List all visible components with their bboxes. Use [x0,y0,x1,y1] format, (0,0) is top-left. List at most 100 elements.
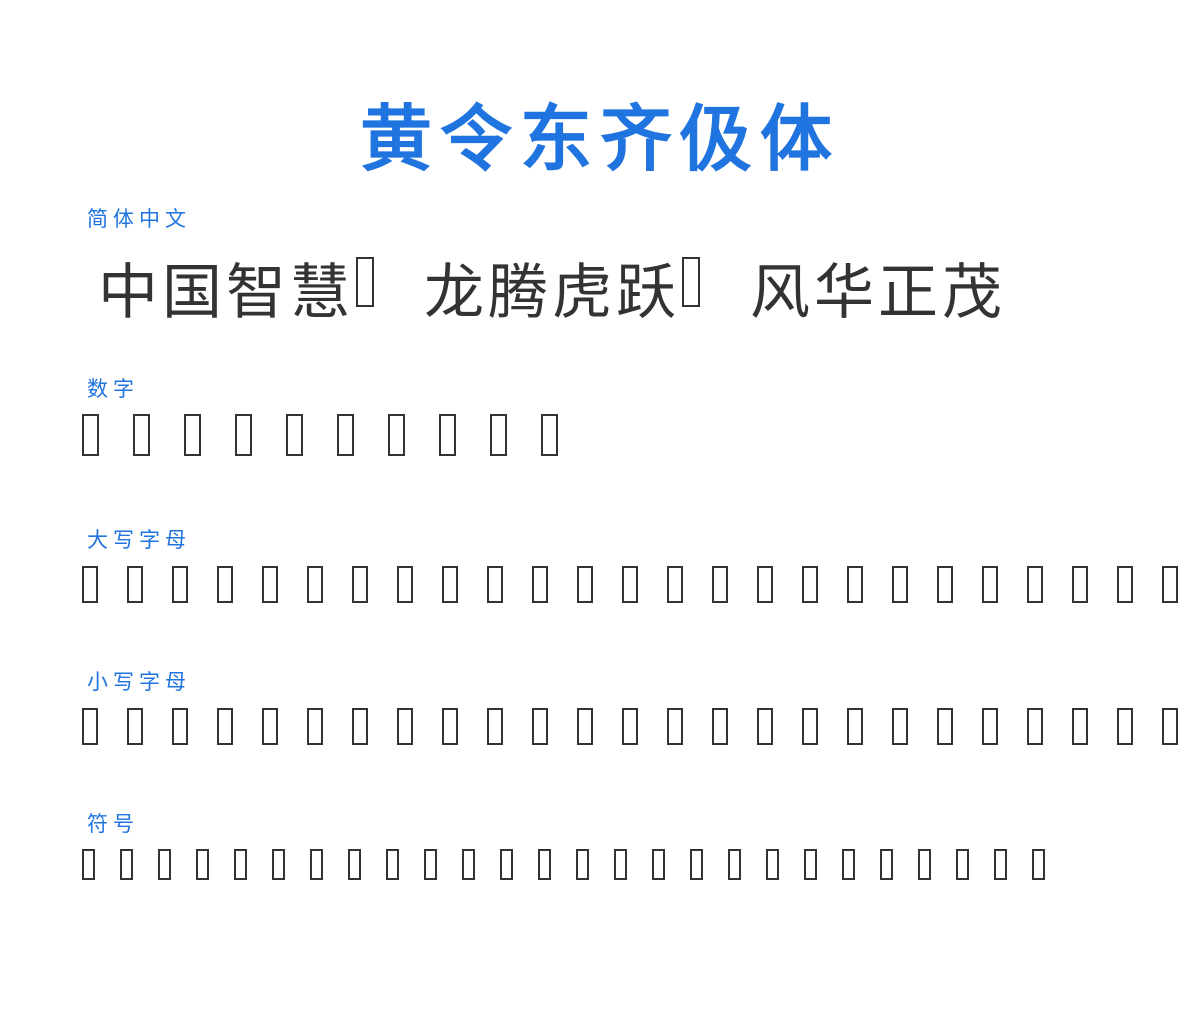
missing-glyph-box: . [956,849,969,880]
missing-glyph-box: W [1072,566,1088,603]
missing-glyph-box: Q [802,566,818,603]
missing-glyph-box: A [82,566,98,603]
missing-glyph-box: X [1117,566,1133,603]
sample-word: 中国智慧 [98,258,354,328]
missing-glyph-box: v [1027,708,1043,745]
missing-glyph-box: ， [682,257,700,307]
missing-glyph-box: 3 [235,414,252,456]
missing-glyph-box: 7 [439,414,456,456]
missing-glyph-box: 0 [82,414,99,456]
missing-glyph-box: G [352,566,368,603]
missing-glyph-box: C [172,566,188,603]
missing-glyph-box: 9 [541,414,558,456]
missing-glyph-box: ^ [272,849,285,880]
missing-glyph-box: t [937,708,953,745]
missing-glyph-box: r [847,708,863,745]
missing-glyph-box: b [127,708,143,745]
missing-glyph-box: 4 [286,414,303,456]
missing-glyph-box: 2 [184,414,201,456]
missing-glyph-box: F [307,566,323,603]
missing-glyph-box: 6 [388,414,405,456]
section-label-simplified: 简体中文 [87,207,191,231]
missing-glyph-box: L [577,566,593,603]
missing-glyph-box: + [576,849,589,880]
missing-glyph-box: % [234,849,247,880]
missing-glyph-box: $ [196,849,209,880]
missing-glyph-box: M [622,566,638,603]
section-label-symbols: 符号 [87,812,139,836]
section-label-lowercase: 小写字母 [87,670,191,694]
missing-glyph-box: f [307,708,323,745]
missing-glyph-box: g [352,708,368,745]
missing-glyph-box: < [994,849,1007,880]
section-label-numbers: 数字 [87,377,139,401]
missing-glyph-box: & [310,849,323,880]
missing-glyph-box: x [1117,708,1133,745]
missing-glyph-box: , [918,849,931,880]
missing-glyph-box: > [1032,849,1045,880]
missing-glyph-box: # [158,849,171,880]
missing-glyph-box: ， [356,257,374,307]
missing-glyph-box: s [892,708,908,745]
missing-glyph-box: U [982,566,998,603]
missing-glyph-box: " [880,849,893,880]
missing-glyph-box: * [348,849,361,880]
missing-glyph-box: 8 [490,414,507,456]
missing-glyph-box: N [667,566,683,603]
sample-word: 风华正茂 [750,258,1006,328]
missing-glyph-box: @ [120,849,133,880]
missing-glyph-box: 5 [337,414,354,456]
sample-word: 龙腾虎跃 [424,258,680,328]
missing-glyph-box: H [397,566,413,603]
missing-glyph-box: : [804,849,817,880]
missing-glyph-box: ) [424,849,437,880]
missing-glyph-box: w [1072,708,1088,745]
missing-glyph-box: ! [82,849,95,880]
missing-glyph-box: Y [1162,566,1178,603]
lowercase-glyph-row: abcdefghijklmnopqrstuvwxy [82,708,1200,745]
font-title: 黄令东齐伋体 [359,96,840,181]
missing-glyph-box: a [82,708,98,745]
missing-glyph-box: p [757,708,773,745]
missing-glyph-box: O [712,566,728,603]
missing-glyph-box: m [622,708,638,745]
missing-glyph-box: d [217,708,233,745]
numbers-glyph-row: 0123456789 [82,414,592,456]
missing-glyph-box: k [532,708,548,745]
missing-glyph-box: K [532,566,548,603]
missing-glyph-box: 1 [133,414,150,456]
missing-glyph-box: e [262,708,278,745]
missing-glyph-box: c [172,708,188,745]
missing-glyph-box: B [127,566,143,603]
missing-glyph-box: ; [766,849,779,880]
missing-glyph-box: J [487,566,503,603]
missing-glyph-box: ] [652,849,665,880]
section-label-uppercase: 大写字母 [87,528,191,552]
missing-glyph-box: n [667,708,683,745]
missing-glyph-box: } [728,849,741,880]
missing-glyph-box: i [442,708,458,745]
missing-glyph-box: [ [614,849,627,880]
missing-glyph-box: o [712,708,728,745]
missing-glyph-box: { [690,849,703,880]
missing-glyph-box: E [262,566,278,603]
missing-glyph-box: D [217,566,233,603]
missing-glyph-box: T [937,566,953,603]
uppercase-glyph-row: ABCDEFGHIJKLMNOPQRSTUVWXY [82,566,1200,603]
missing-glyph-box: y [1162,708,1178,745]
missing-glyph-box: h [397,708,413,745]
missing-glyph-box: R [847,566,863,603]
missing-glyph-box: _ [500,849,513,880]
missing-glyph-box: = [538,849,551,880]
missing-glyph-box: ( [386,849,399,880]
missing-glyph-box: P [757,566,773,603]
missing-glyph-box: - [462,849,475,880]
missing-glyph-box: I [442,566,458,603]
missing-glyph-box: S [892,566,908,603]
missing-glyph-box: V [1027,566,1043,603]
simplified-sample: 中国智慧，龙腾虎跃，风华正茂 [98,244,1006,331]
missing-glyph-box: l [577,708,593,745]
missing-glyph-box: j [487,708,503,745]
symbols-glyph-row: !@#$%^&*()-_=+[]{};:'",.<> [82,849,1070,880]
missing-glyph-box: q [802,708,818,745]
